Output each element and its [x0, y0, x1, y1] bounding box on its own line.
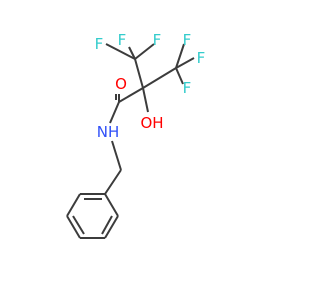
bond-c-f1 [128, 46, 136, 60]
bond-c2-f6 [175, 67, 184, 85]
bond-calpha-oh [142, 87, 149, 113]
bond-calpha-ccarbonyl [118, 87, 144, 103]
atom-o-carbonyl-label: O [115, 75, 127, 93]
atom-f1-label: F [118, 31, 127, 49]
bond-c-f3 [105, 43, 136, 60]
atom-f3-label: F [95, 35, 104, 53]
structure-svg: F F F F F F O OH NH [66, 31, 206, 239]
atom-f6-label: F [183, 79, 192, 97]
ring-bond-6 [104, 193, 119, 217]
bond-calpha-cf3b [142, 67, 177, 89]
bond-ch2-ring [104, 169, 122, 195]
bond-cf3-calpha [134, 58, 144, 89]
bond-n-ch2 [111, 140, 122, 171]
atom-oh-label: OH [140, 114, 163, 132]
ring-bond-3 [66, 215, 81, 239]
bond-c2-f4 [175, 43, 185, 69]
ring-inner-3 [101, 215, 113, 235]
ring-bond-2 [66, 193, 81, 217]
atom-f5-label: F [197, 49, 206, 67]
bond-c-f2 [134, 43, 155, 60]
bond-c2-f5 [175, 57, 195, 69]
ring-inner-2 [72, 215, 85, 235]
atom-f2-label: F [153, 31, 162, 49]
molecule-diagram: F F F F F F O OH NH [66, 31, 206, 239]
bond-c-n [109, 101, 120, 124]
atom-f4-label: F [183, 31, 192, 49]
ring-bond-5 [104, 215, 119, 239]
atom-nh-label: NH [97, 123, 120, 141]
